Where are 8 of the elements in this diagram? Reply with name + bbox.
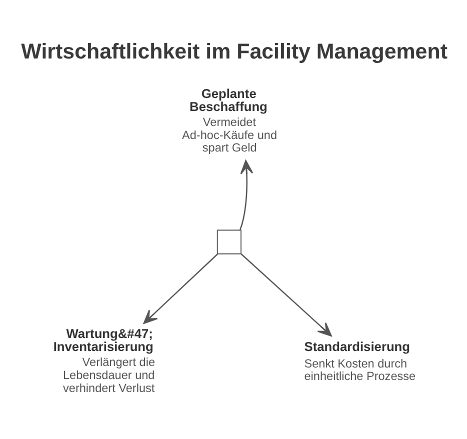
node-box [216,230,242,254]
arrow [240,160,254,230]
node-text: Wartung&#47; Inventarisierung Verlängert die Lebensdauer und verhindert Verlust [53,326,156,395]
node-text: Geplante Beschaffung Vermeidet Ad-hoc-Käufe und spart Geld [182,86,278,155]
diagram-title: Wirtschaftlichkeit im Facility Management [21,40,448,64]
node-text: Standardisierung Senkt Kosten durch einheitliche Prozesse [304,338,416,384]
arrow [240,254,332,336]
arrow [143,254,218,324]
